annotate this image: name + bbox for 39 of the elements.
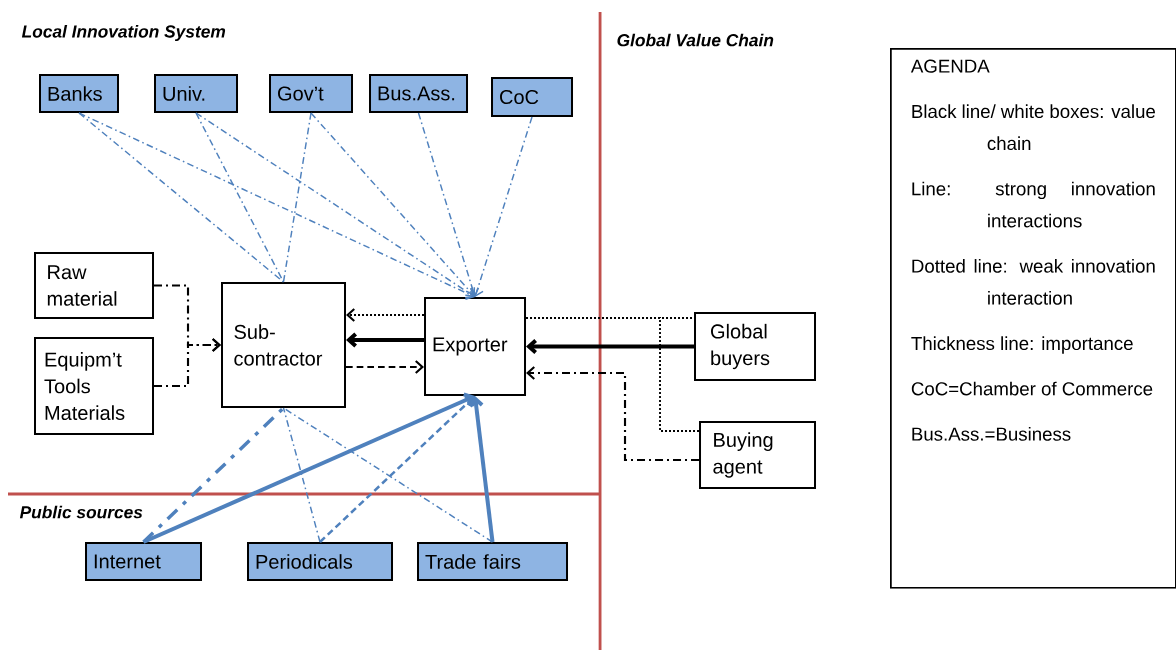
source-box: Periodicals [247,542,393,581]
arrow [142,392,475,544]
legend-text: Bus.Ass.=Business [912,427,1071,441]
source-box: Banks [39,74,119,113]
agenda-heading: AGENDA [910,59,990,73]
region-label: Public sources [19,505,143,519]
arrow [78,112,475,300]
process-box: Raw material [34,252,154,319]
process-box: Equipm’t Tools Materials [34,337,154,435]
process-box: Exporter [424,297,526,396]
source-box: Trade fairs [417,542,568,581]
legend-text: Line: strong innovation interactions [912,181,1155,228]
legend-text: Thickness line: importance [911,336,1133,354]
source-box: Internet [85,542,202,581]
process-box: Buying agent [699,421,816,489]
arrow [319,396,475,543]
source-box: CoC [491,77,573,117]
arrow [468,396,495,543]
source-box: Bus.Ass. [369,74,468,113]
arrow [346,332,424,348]
arrow [526,339,694,354]
legend-box [890,48,1176,589]
legend-text: CoC=Chamber of Commerce [911,381,1153,396]
source-box: Gov’t [269,74,353,113]
region-label: Global Value Chain [617,33,774,47]
arrow [417,112,480,297]
arrow [346,308,424,322]
legend-text: Dotted line: weak innovation interaction [912,259,1155,305]
arrow [346,360,424,374]
arrow [526,366,699,462]
process-box: Global buyers [694,312,816,381]
legend-text: Black line/ white boxes: value chain [912,104,1155,151]
region-label: Local Innovation System [21,24,226,42]
arrow [310,112,476,297]
process-box: Sub-contractor [221,282,346,408]
arrow [154,338,221,388]
arrow [195,112,475,299]
source-box: Univ. [154,74,238,113]
arrow [470,116,533,297]
